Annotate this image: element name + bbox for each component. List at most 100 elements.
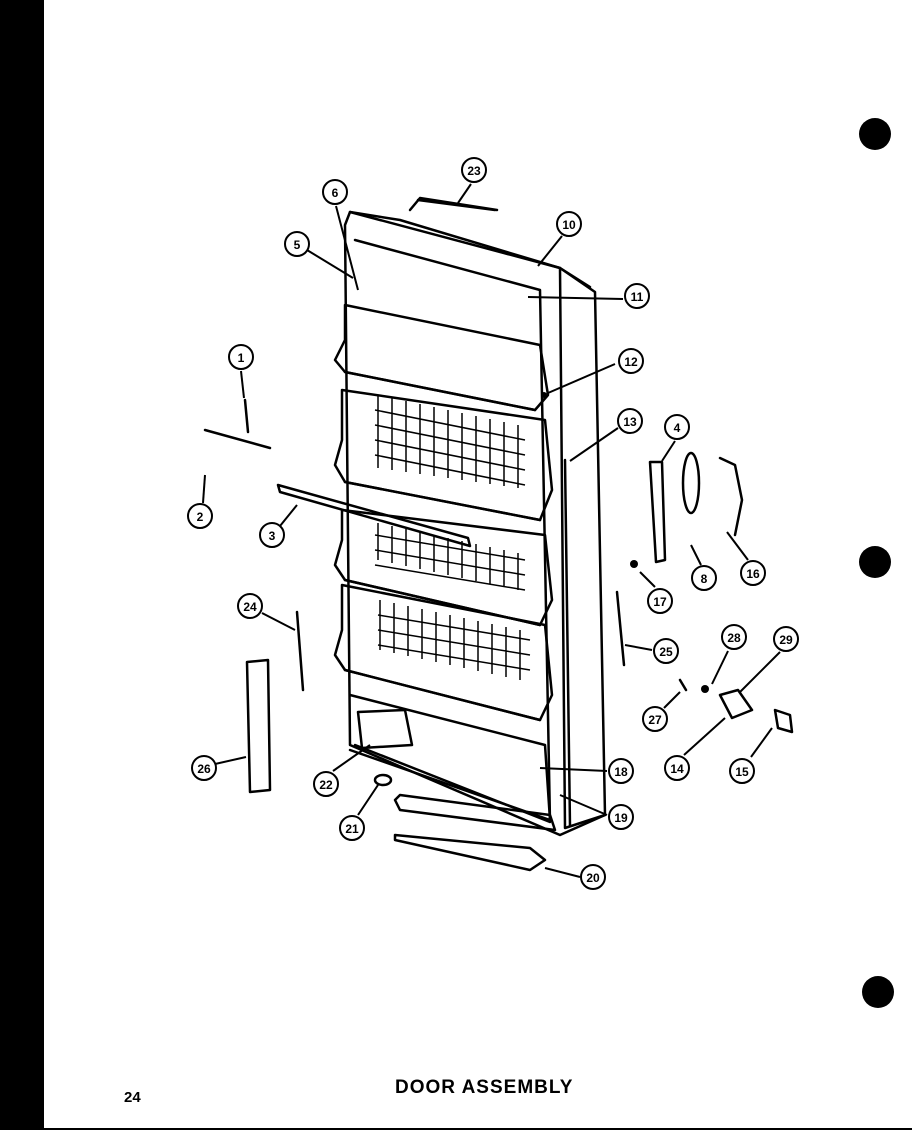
page-title: DOOR ASSEMBLY: [395, 1077, 574, 1098]
middle-basket-shelf: [333, 508, 554, 627]
door-hinge-bracket: [648, 460, 667, 564]
callout-label: 16: [746, 567, 760, 581]
part-28-dot: [701, 685, 709, 693]
callout-label: 19: [614, 811, 628, 825]
callout-14: 14: [664, 755, 690, 781]
left-stop-bracket: [295, 610, 305, 692]
page-number: 24: [124, 1089, 141, 1106]
leader-29: [739, 651, 781, 693]
leader-1: [240, 370, 245, 399]
callout-label: 18: [614, 765, 628, 779]
leader-10: [537, 235, 563, 267]
callout-label: 28: [727, 631, 741, 645]
shelf-wire-rack: [245, 658, 272, 794]
callout-3: 3: [259, 522, 285, 548]
callout-5: 5: [284, 231, 310, 257]
control-box: [356, 708, 414, 750]
door-handle: [681, 451, 701, 515]
callout-19: 19: [608, 804, 634, 830]
upper-basket-lip: [343, 480, 542, 522]
leader-26: [214, 756, 247, 765]
part-12-dot: [541, 392, 547, 398]
callout-label: 12: [624, 355, 638, 369]
shelf-bracket: [203, 398, 272, 450]
callout-13: 13: [617, 408, 643, 434]
callout-label: 22: [319, 778, 333, 792]
lower-rack-grid: [377, 600, 531, 680]
callout-label: 1: [238, 351, 245, 365]
callout-label: 8: [701, 572, 708, 586]
callout-label: 15: [735, 765, 749, 779]
leader-15: [750, 727, 773, 758]
callout-label: 4: [674, 421, 681, 435]
upper-rack-grid: [374, 395, 526, 488]
leader-18: [539, 767, 608, 772]
leader-6: [335, 205, 359, 291]
callout-4: 4: [664, 414, 690, 440]
door-side-edge: [558, 266, 607, 830]
callout-15: 15: [729, 758, 755, 784]
leader-4: [661, 440, 676, 462]
callout-20: 20: [580, 864, 606, 890]
leader-13: [569, 427, 619, 462]
leader-12: [547, 363, 616, 394]
shelf-bar: [276, 483, 472, 548]
callout-label: 26: [197, 762, 211, 776]
leader-20: [544, 867, 581, 878]
leader-28: [711, 650, 729, 685]
leader-2: [202, 474, 206, 504]
binder-hole: [859, 546, 891, 578]
callout-label: 2: [197, 510, 204, 524]
leader-17: [639, 571, 656, 588]
callout-10: 10: [556, 211, 582, 237]
callout-label: 20: [586, 871, 600, 885]
door-top-edge: [348, 210, 592, 289]
callout-1: 1: [228, 344, 254, 370]
callout-label: 23: [467, 164, 481, 178]
callout-2: 2: [187, 503, 213, 529]
callout-23: 23: [461, 157, 487, 183]
callout-24: 24: [237, 593, 263, 619]
callout-6: 6: [322, 179, 348, 205]
callout-18: 18: [608, 758, 634, 784]
diagram-sheet: [44, 0, 912, 1128]
door-top-trim: [408, 196, 499, 212]
leader-22: [332, 744, 371, 772]
middle-rack-grid: [374, 523, 526, 591]
callout-label: 29: [779, 633, 793, 647]
callout-label: 6: [332, 186, 339, 200]
leader-5: [306, 249, 354, 279]
gasket: [393, 793, 557, 832]
callout-12: 12: [618, 348, 644, 374]
callout-26: 26: [191, 755, 217, 781]
spring-clip: [678, 678, 688, 692]
callout-17: 17: [647, 588, 673, 614]
right-stop-bracket: [615, 590, 626, 667]
leader-11: [527, 296, 624, 300]
leader-23: [457, 183, 472, 204]
leader-21: [357, 784, 379, 816]
leader-14: [683, 717, 726, 756]
callout-29: 29: [773, 626, 799, 652]
door-liner: [353, 238, 552, 824]
binder-hole: [862, 976, 894, 1008]
callout-label: 17: [653, 595, 667, 609]
callout-label: 25: [659, 645, 673, 659]
top-shelf-lip: [343, 370, 537, 412]
leader-8: [690, 544, 702, 566]
callout-label: 3: [269, 529, 276, 543]
leader-3: [279, 504, 298, 527]
leader-27: [663, 691, 681, 709]
callout-label: 21: [345, 822, 359, 836]
side-hinge-strip: [563, 458, 572, 828]
foot-cap: [373, 773, 393, 787]
callout-22: 22: [313, 771, 339, 797]
callout-25: 25: [653, 638, 679, 664]
door-outer-panel: [343, 210, 607, 837]
callout-label: 11: [631, 290, 644, 304]
callout-27: 27: [642, 706, 668, 732]
callout-label: 5: [294, 238, 301, 252]
binder-hole: [859, 118, 891, 150]
handle-bar: [718, 456, 744, 537]
